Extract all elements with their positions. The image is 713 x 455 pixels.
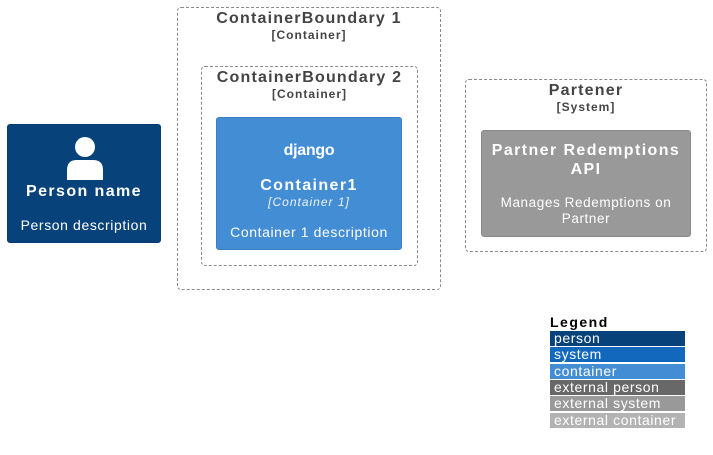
boundary-1-type: [Container] [271,28,347,42]
person-node[interactable]: Person name Person description [7,124,161,243]
container1-type: [Container 1] [268,195,350,209]
legend-item-system: system [550,347,685,363]
person-title: Person name [26,183,142,200]
partner-api-title-line2: API [570,161,602,178]
container1-title: Container1 [260,177,358,194]
legend-item-person: person [550,331,685,346]
partner-api-title-line1: Partner Redemptions [491,142,681,159]
django-logo: django [283,142,335,159]
container1-description: Container 1 description [230,224,388,240]
partner-api-description-line1: Manages Redemptions on [500,195,672,210]
container1-node[interactable]: django Container1 [Container 1] Containe… [216,117,402,250]
legend-title: Legend [550,314,609,330]
person-icon [67,137,103,180]
legend-item-external-container: external container [550,412,685,428]
partner-redemptions-api-node[interactable]: Partner Redemptions API Manages Redempti… [481,130,691,237]
person-description: Person description [20,217,148,233]
container-boundary-1: ContainerBoundary 1 [Container] [177,7,441,290]
container-boundary-2: ContainerBoundary 2 [Container] [201,66,418,266]
boundary-2-type: [Container] [272,87,347,101]
boundary-1-title: ContainerBoundary 1 [216,10,402,27]
partener-system-boundary: Partener [System] [465,79,707,252]
partner-api-description-line2: Partner [561,211,611,226]
partener-boundary-title: Partener [548,82,624,99]
legend-item-external-system: external system [550,396,685,412]
legend-item-external-person: external person [550,379,685,395]
partener-boundary-type: [System] [556,100,616,114]
boundary-2-title: ContainerBoundary 2 [216,69,403,86]
legend-item-container: container [550,363,685,379]
